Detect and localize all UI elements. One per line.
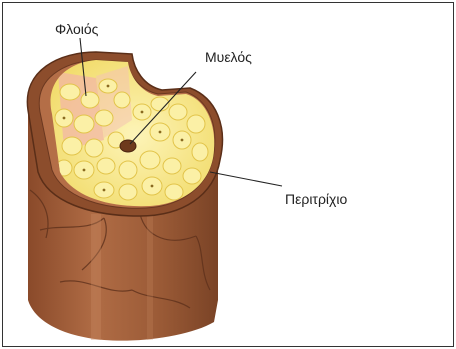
periderm-leader-line xyxy=(210,172,282,186)
label-pith: Μυελός xyxy=(205,49,252,65)
pith-core xyxy=(120,140,136,152)
label-periderm: Περιτρίχιο xyxy=(285,191,347,207)
label-cortex: Φλοιός xyxy=(55,21,98,37)
